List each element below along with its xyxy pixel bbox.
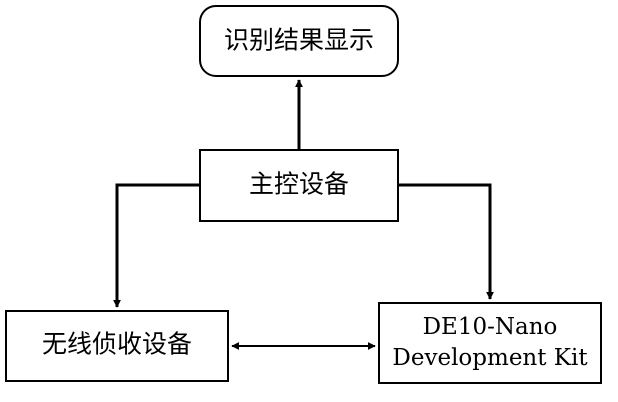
edge-main-to-de10-arrow [398,183,494,300]
node-de10-nano-box [378,302,602,384]
node-main-control-label: 主控设备 [249,170,349,199]
node-wireless-receiver-label: 无线侦收设备 [42,330,192,359]
node-main-control: 主控设备 [199,149,399,222]
node-de10-nano-label-line2: Development Kit [392,345,588,371]
node-main-control-box [199,149,399,222]
node-wireless-receiver: 无线侦收设备 [5,310,229,382]
node-result-display-box [199,5,399,77]
node-wireless-receiver-box [5,310,229,382]
edge-main-to-wireless-arrow [113,183,200,308]
node-de10-nano: DE10-Nano Development Kit [378,302,602,384]
node-de10-nano-label-line1: DE10-Nano [423,314,558,340]
node-result-display-label: 识别结果显示 [224,26,374,55]
node-result-display: 识别结果显示 [199,5,399,77]
